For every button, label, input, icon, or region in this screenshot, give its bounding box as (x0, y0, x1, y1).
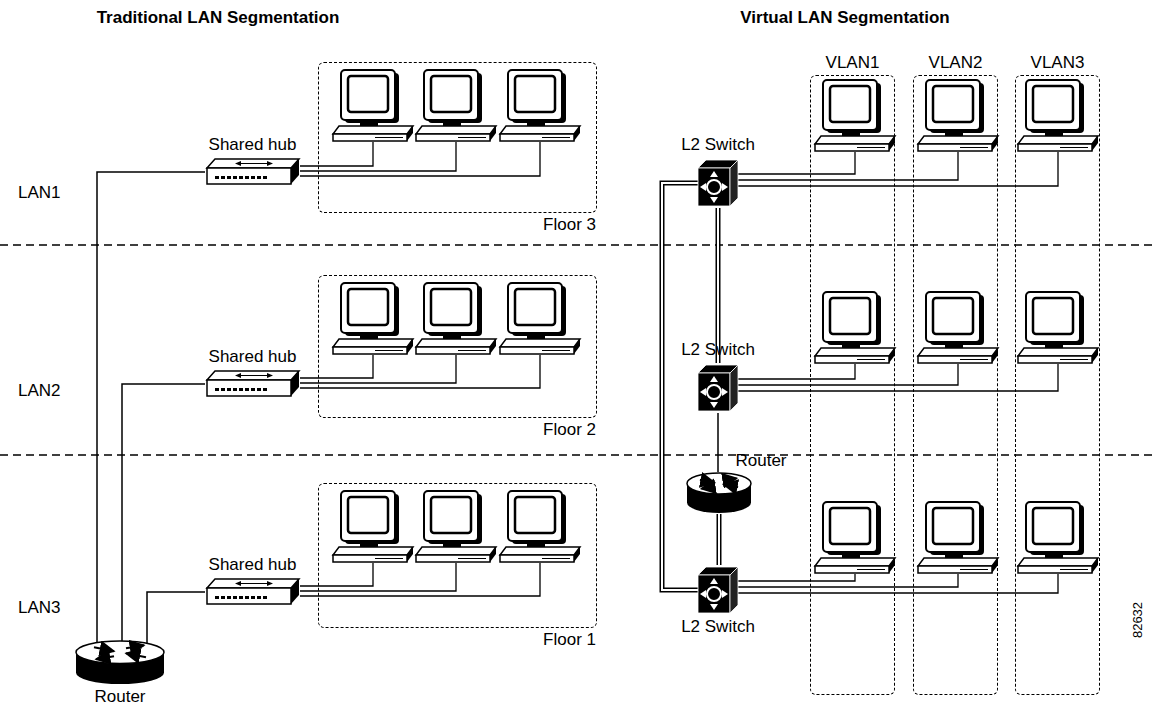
switch-icon: L2 Switch (698, 565, 738, 615)
link-line (97, 172, 205, 643)
vlan-column: VLAN2 (913, 75, 998, 695)
node-label: Floor 1 (543, 630, 596, 650)
floor-divider (0, 244, 1152, 246)
floor-area: Floor 2 (318, 275, 597, 418)
network-link (97, 172, 205, 643)
station-wire (300, 563, 540, 596)
computer-icon (1018, 292, 1098, 363)
station-wire (738, 574, 855, 581)
computer-icon (1018, 80, 1098, 151)
computer-icon (500, 283, 580, 354)
section-title: Virtual LAN Segmentation (740, 8, 949, 28)
floor-area: Floor 1 (318, 483, 597, 628)
link-line-inner (717, 208, 719, 363)
station-wire (300, 355, 540, 388)
station-wire (738, 364, 855, 379)
computer-icon (815, 502, 895, 573)
node-label: Router (736, 451, 787, 471)
node-label: L2 Switch (681, 617, 755, 637)
switch-icon-shape (698, 565, 738, 615)
figure-number: 82632 (1128, 602, 1148, 638)
computer-icon (918, 502, 998, 573)
computer-icon (815, 80, 895, 151)
link-line-inner (718, 514, 720, 565)
node-label: VLAN3 (1031, 53, 1085, 73)
node-label: L2 Switch (681, 135, 755, 155)
link-line (122, 384, 205, 641)
computer-icon (500, 491, 580, 562)
computer-icon (500, 70, 580, 141)
computer-icon (1018, 502, 1098, 573)
switch-icon: L2 Switch (698, 363, 738, 413)
network-link (718, 208, 719, 363)
computer-icon (333, 283, 413, 354)
router-icon: Router (686, 472, 752, 514)
router-icon-shape (686, 472, 752, 514)
switch-icon: L2 Switch (698, 158, 738, 208)
link-line (716, 208, 721, 363)
network-link (122, 384, 205, 641)
station-wire (300, 563, 456, 591)
node-label: Shared hub (209, 555, 297, 575)
switch-icon-shape (698, 363, 738, 413)
computer-icon (333, 491, 413, 562)
node-label: VLAN2 (929, 53, 983, 73)
hub-icon-shape (205, 578, 300, 606)
router-icon: Router (75, 640, 165, 685)
hub-icon: Shared hub (205, 578, 300, 606)
node-label: VLAN1 (826, 53, 880, 73)
floor-divider (0, 454, 1152, 456)
link-line (662, 183, 698, 590)
station-wire (300, 355, 456, 383)
computer-icon (918, 292, 998, 363)
station-wire (738, 364, 1058, 391)
link-line (717, 413, 719, 472)
node-label: Floor 2 (543, 420, 596, 440)
router-icon-shape (75, 640, 165, 685)
hub-icon-shape (205, 370, 300, 398)
section-title: Traditional LAN Segmentation (97, 8, 340, 28)
link-line (147, 592, 205, 643)
network-link (719, 514, 720, 565)
node-label: L2 Switch (681, 340, 755, 360)
link-line-inner (662, 183, 698, 590)
computer-icon (416, 491, 496, 562)
node-label: Shared hub (209, 135, 297, 155)
hub-icon-shape (205, 158, 300, 186)
station-wire (300, 142, 373, 166)
station-wire (300, 355, 373, 378)
computer-icon (416, 70, 496, 141)
station-wire (300, 142, 456, 171)
switch-icon-shape (698, 158, 738, 208)
station-wire (738, 152, 855, 174)
lan-name: LAN2 (18, 381, 61, 401)
station-wire (738, 152, 958, 180)
link-line (717, 514, 722, 565)
station-wire (300, 142, 540, 176)
lan-name: LAN3 (18, 598, 61, 618)
vlan-column: VLAN3 (1015, 75, 1100, 695)
node-label: Shared hub (209, 347, 297, 367)
network-link (147, 592, 205, 643)
computer-icon (416, 283, 496, 354)
station-wire (738, 574, 958, 587)
node-label: Router (94, 687, 145, 707)
computer-icon (918, 80, 998, 151)
station-wire (738, 574, 1058, 593)
network-link (718, 413, 719, 472)
hub-icon: Shared hub (205, 370, 300, 398)
computer-icon (815, 292, 895, 363)
lan-name: LAN1 (18, 183, 61, 203)
hub-icon: Shared hub (205, 158, 300, 186)
vlan-column: VLAN1 (810, 75, 895, 695)
station-wire (738, 364, 958, 385)
station-wire (300, 563, 373, 586)
station-wire (738, 152, 1058, 186)
network-link (662, 183, 698, 590)
computer-icon (333, 70, 413, 141)
node-label: Floor 3 (543, 215, 596, 235)
floor-area: Floor 3 (318, 62, 597, 213)
